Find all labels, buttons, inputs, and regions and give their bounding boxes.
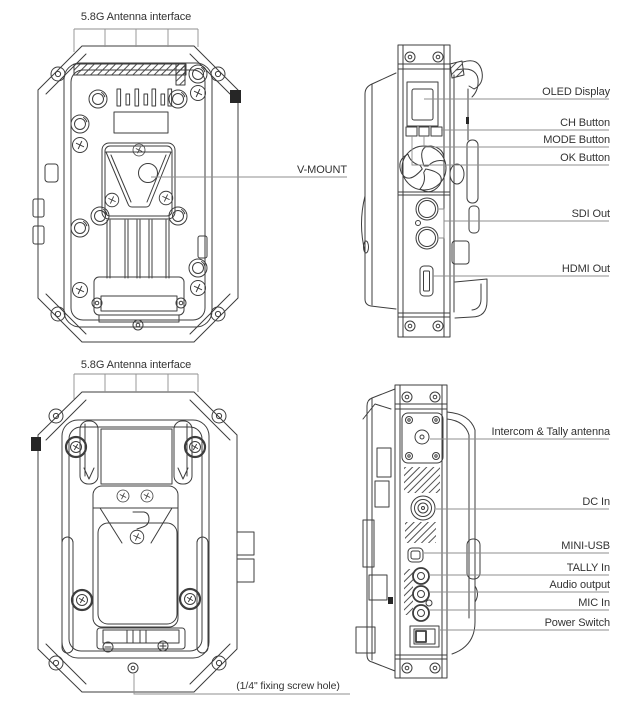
- transmitter-back-view-drawing: [33, 46, 241, 342]
- vent-slots: [117, 89, 172, 106]
- label-audio-output: Audio output: [430, 579, 610, 592]
- label-hdmi-out: HDMI Out: [430, 263, 610, 276]
- antenna-bracket-top: [74, 29, 198, 52]
- v-mount-plate: [102, 143, 175, 219]
- label-intercom-tally-antenna: Intercom & Tally antenna: [430, 426, 610, 439]
- label-power-switch: Power Switch: [430, 617, 610, 630]
- antenna-bracket-bottom: [74, 374, 198, 399]
- label-mini-usb: MINI-USB: [430, 540, 610, 553]
- label-v-mount: V-MOUNT: [247, 164, 347, 177]
- label-ch-button: CH Button: [430, 117, 610, 130]
- label-fixing-screw-hole: (1/4" fixing screw hole): [226, 680, 350, 693]
- receiver-back-view-drawing: [31, 392, 254, 692]
- label-mic-in: MIC In: [430, 597, 610, 610]
- label-tally-in: TALLY In: [430, 562, 610, 575]
- label-ok-button: OK Button: [430, 152, 610, 165]
- label-sdi-out: SDI Out: [430, 208, 610, 221]
- label-mode-button: MODE Button: [430, 134, 610, 147]
- label-antenna-interface-top: 5.8G Antenna interface: [74, 11, 198, 24]
- label-oled-display: OLED Display: [430, 86, 610, 99]
- label-antenna-interface-bottom: 5.8G Antenna interface: [74, 359, 198, 372]
- battery-plate: [93, 486, 178, 627]
- label-dc-in: DC In: [430, 496, 610, 509]
